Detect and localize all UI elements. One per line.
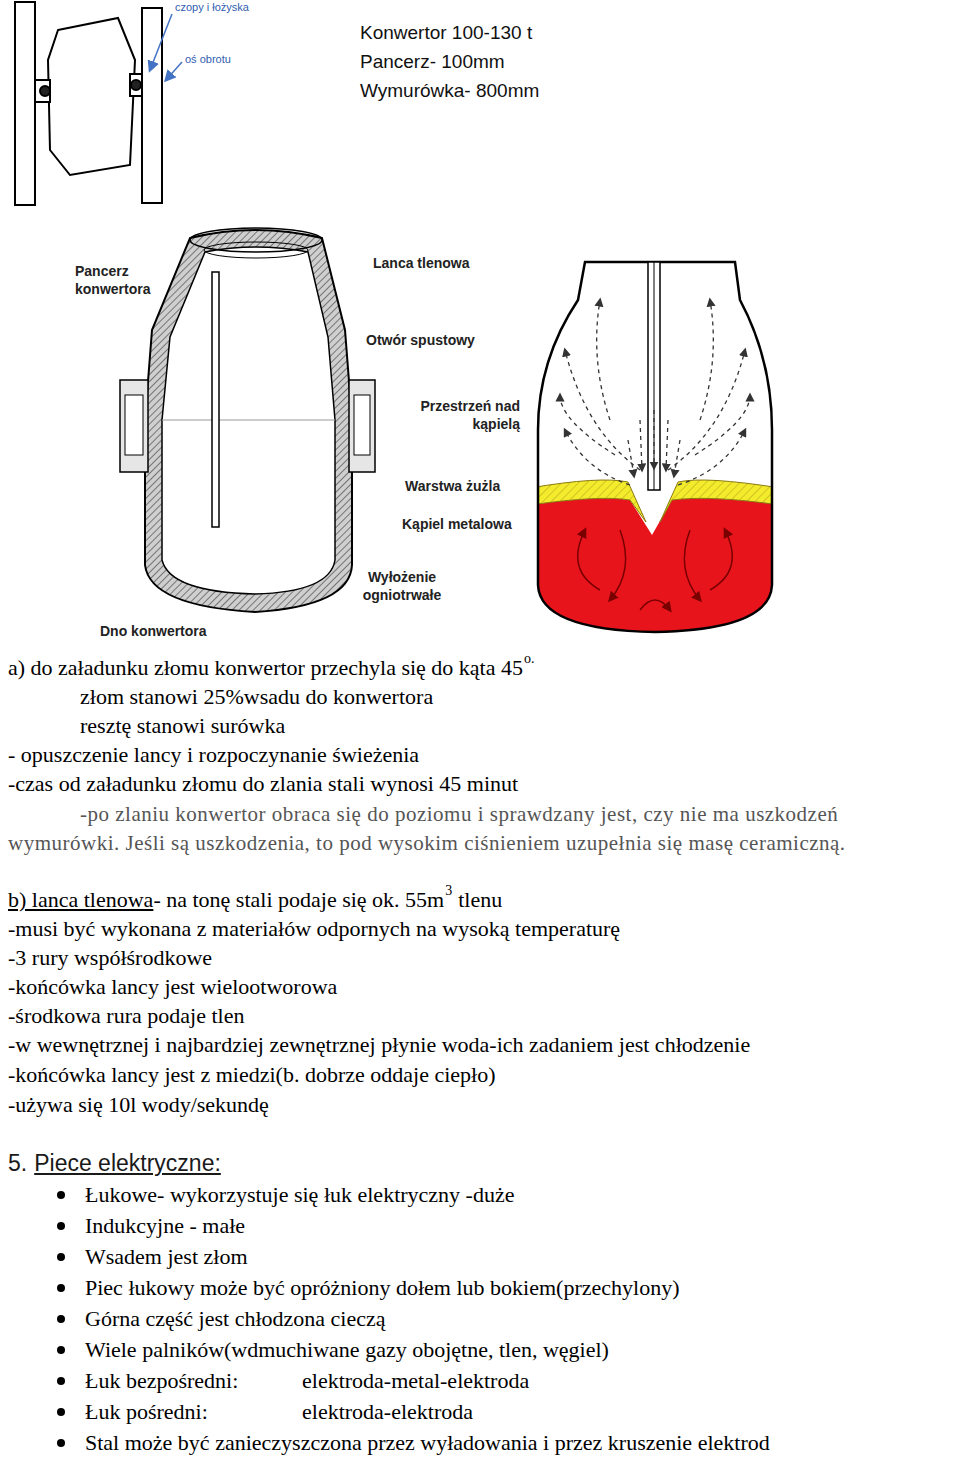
spec-line: Wymurówka- 800mm: [360, 80, 539, 102]
note-line: tlenu: [458, 887, 502, 913]
trunnion-sketch: [15, 2, 162, 205]
bullet-item: Wsadem jest złom: [85, 1244, 248, 1270]
callout-label: oś obrotu: [185, 53, 231, 65]
note-line: -w wewnętrznej i najbardziej zewnętrznej…: [8, 1032, 750, 1058]
part-label: Kąpiel metalowa: [402, 515, 512, 533]
superscript: o.: [524, 651, 535, 667]
bullet-dots: [57, 1191, 65, 1447]
bullet-value: elektroda-elektroda: [302, 1399, 473, 1425]
superscript: 3: [445, 883, 452, 899]
spec-line: Konwertor 100-130 t: [360, 22, 532, 44]
part-label: Dno konwertora: [100, 622, 207, 640]
part-label: Wyłożenie ogniotrwałe: [352, 568, 452, 604]
note-line: -środkowa rura podaje tlen: [8, 1003, 244, 1029]
bullet-item: Łuk bezpośredni:: [85, 1368, 238, 1394]
note-line: -końcówka lancy jest z miedzi(b. dobrze …: [8, 1062, 495, 1088]
part-label: Otwór spustowy: [366, 331, 475, 349]
bullet-item: Wiele palników(wdmuchiwane gazy obojętne…: [85, 1337, 609, 1363]
bullet-item: Indukcyjne - małe: [85, 1213, 245, 1239]
bullet-item: Łukowe- wykorzystuje się łuk elektryczny…: [85, 1182, 514, 1208]
note-heading: b) lanca tlenowa: [8, 887, 153, 913]
note-line: a) do załadunku złomu konwertor przechyl…: [8, 655, 523, 681]
note-line: złom stanowi 25%wsadu do konwertora: [80, 684, 433, 710]
note-line: -czas od załadunku złomu do zlania stali…: [8, 771, 518, 797]
note-line: -3 rury współśrodkowe: [8, 945, 212, 971]
part-label: Warstwa żużla: [405, 477, 500, 495]
bullet-item: Łuk pośredni:: [85, 1399, 208, 1425]
leader-line: [150, 14, 172, 70]
bullet-item: Piec łukowy może być opróżniony dołem lu…: [85, 1275, 679, 1301]
part-label: Pancerz konwertora: [75, 262, 145, 298]
section-heading: Piece elektryczne:: [34, 1150, 221, 1177]
bullet-value: elektroda-metal-elektroda: [302, 1368, 529, 1394]
leader-line: [166, 62, 182, 80]
note-line: -końcówka lancy jest wielootworowa: [8, 974, 337, 1000]
part-label: Przestrzeń nad kąpielą: [400, 397, 520, 433]
note-line: -używa się 10l wody/sekundę: [8, 1092, 269, 1118]
note-line: -musi być wykonana z materiałów odpornyc…: [8, 916, 620, 942]
converter-process: [530, 262, 780, 640]
bullet-item: Stal może być zanieczyszczona przez wyła…: [85, 1430, 770, 1456]
converter-cutaway: [120, 228, 375, 612]
note-line: - na tonę stali podaje się ok. 55m: [153, 887, 444, 913]
callout-label: czopy i łożyska: [175, 1, 249, 13]
note-line: - opuszczenie lancy i rozpoczynanie świe…: [8, 742, 419, 768]
section-number: 5.: [8, 1150, 27, 1177]
part-label: Lanca tlenowa: [373, 254, 469, 272]
spec-line: Pancerz- 100mm: [360, 51, 505, 73]
note-paragraph: -po zlaniu konwertor obraca się do pozio…: [8, 800, 938, 858]
note-line: resztę stanowi surówka: [80, 713, 285, 739]
bullet-item: Górna część jest chłodzona cieczą: [85, 1306, 386, 1332]
